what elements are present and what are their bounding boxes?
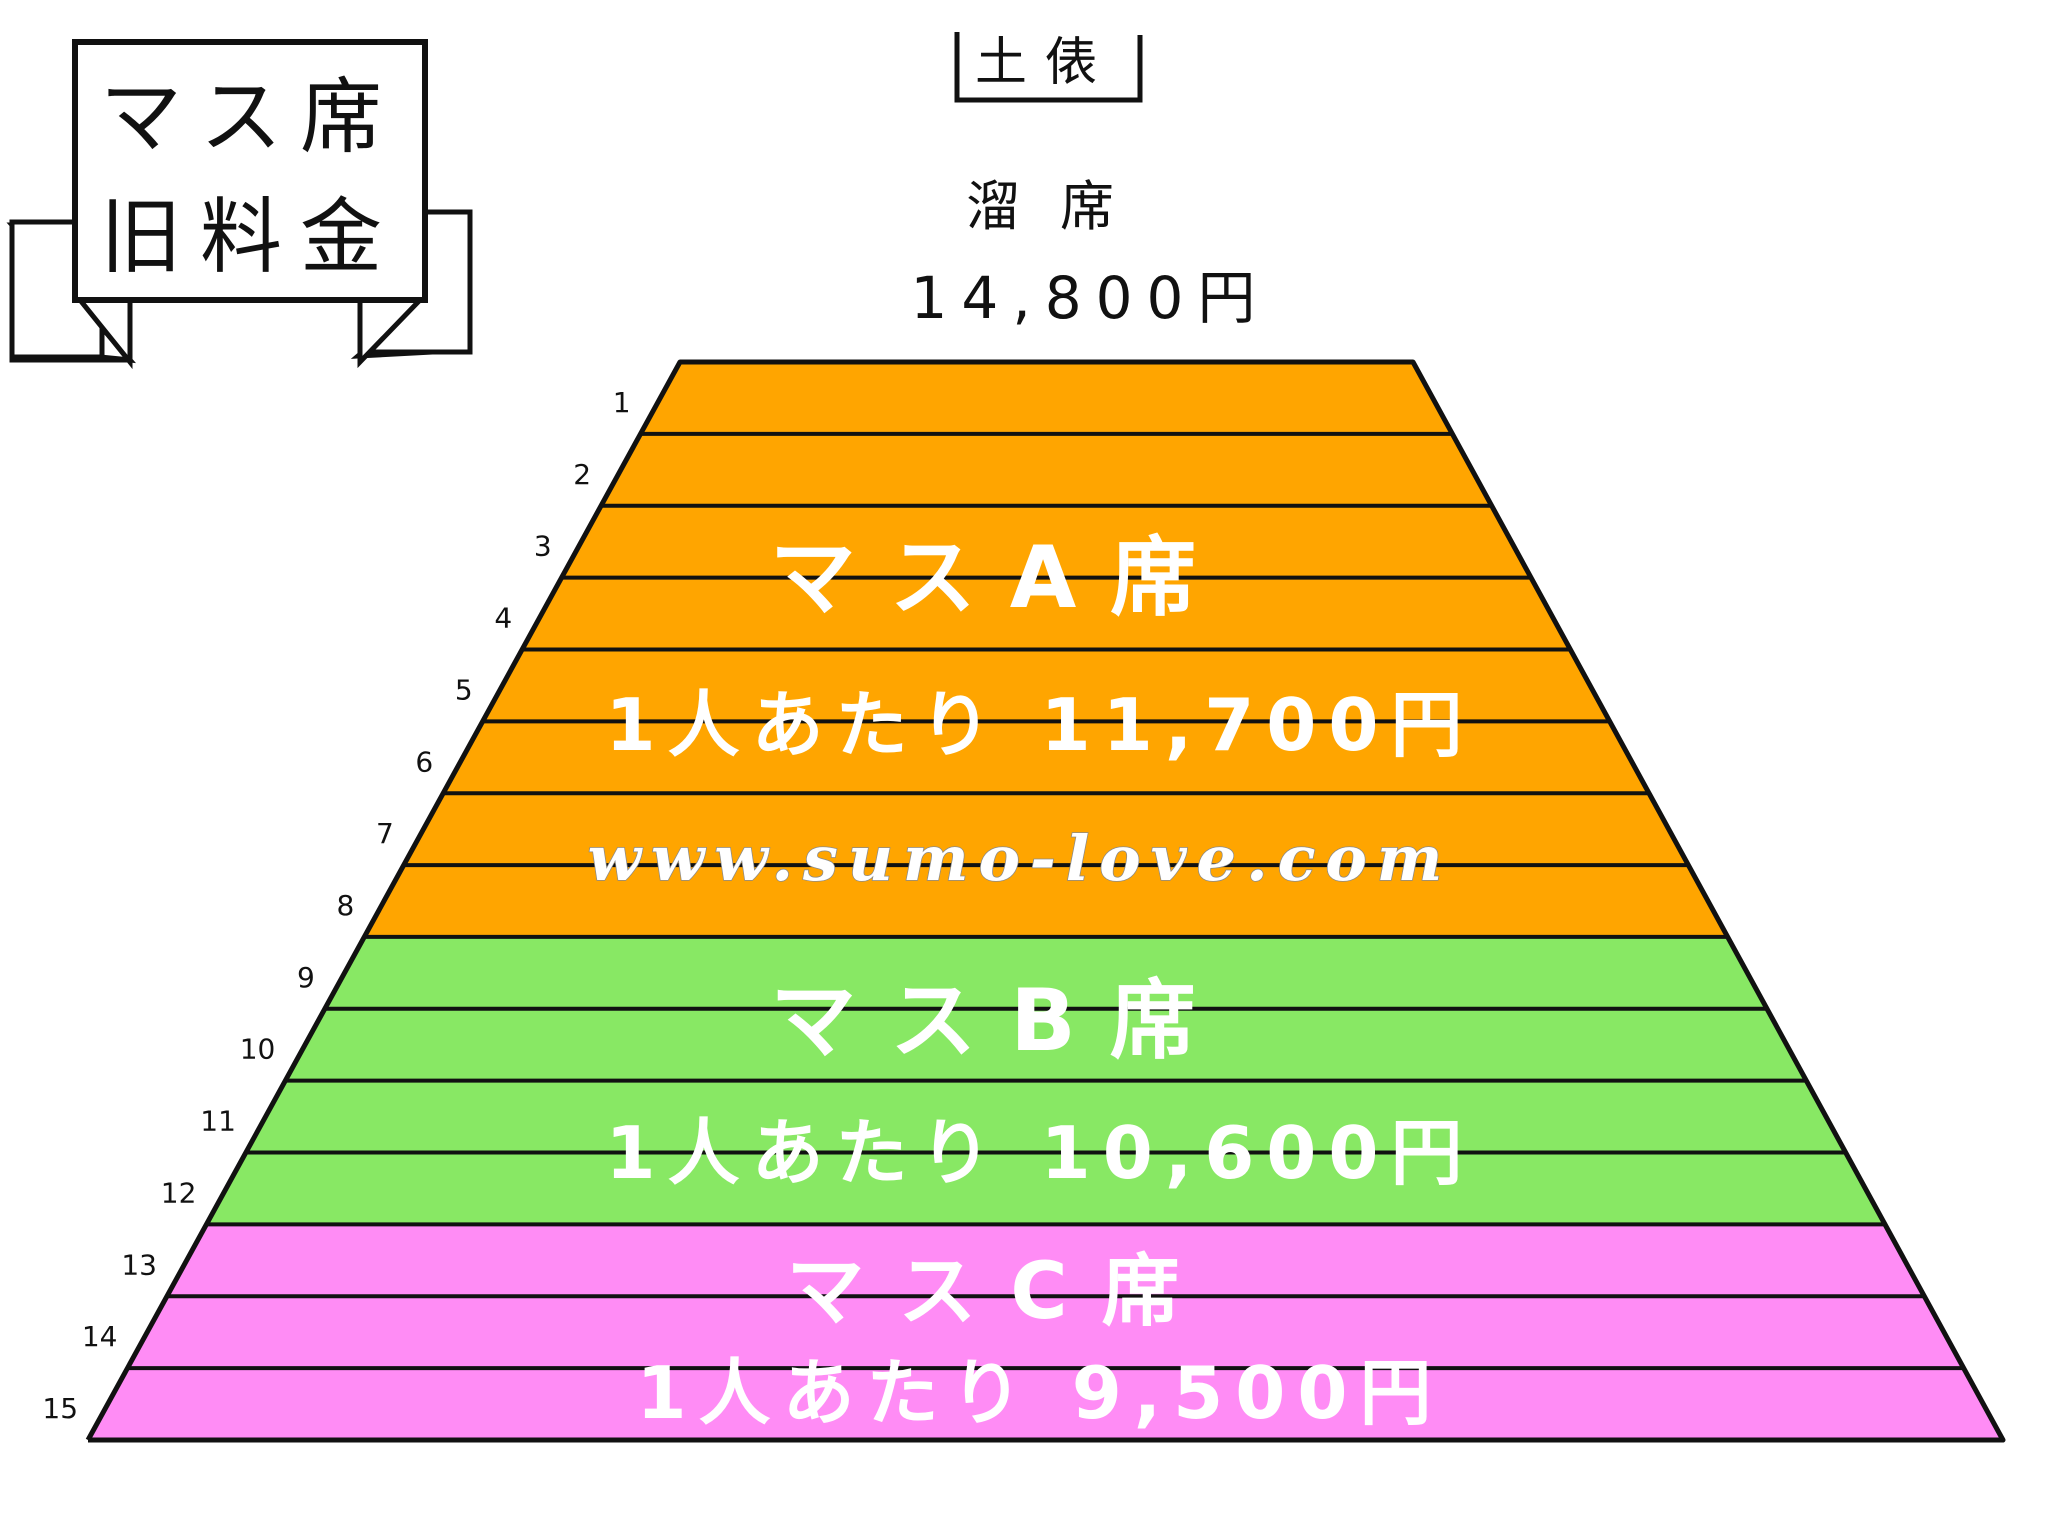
row-number: 11 <box>200 1105 236 1138</box>
row-number: 8 <box>336 889 354 922</box>
zone-c-name: マスC席 <box>786 1247 1213 1337</box>
watermark: www.sumo-love.com <box>588 822 1453 895</box>
tamari-label: 溜席 <box>966 175 1154 238</box>
row-lines <box>88 360 2003 1442</box>
row-number: 1 <box>613 386 631 419</box>
row-number: 14 <box>82 1320 118 1353</box>
sign-line1: マス席 <box>100 70 400 165</box>
zone-b-name: マスB席 <box>770 971 1230 1071</box>
sign-board <box>72 39 428 303</box>
row-number: 5 <box>455 673 473 706</box>
trapezoid-outline <box>85 359 2006 1443</box>
row-number: 12 <box>161 1176 197 1209</box>
row-number: 9 <box>297 961 315 994</box>
row-number: 15 <box>42 1392 78 1425</box>
sign-line2: 旧料金 <box>100 190 400 285</box>
zone-a-price: 1人あたり 11,700円 <box>605 683 1474 767</box>
row-number: 13 <box>121 1248 157 1281</box>
dohyo-label: 土俵 <box>975 33 1115 93</box>
row-number: 4 <box>494 602 512 635</box>
row-number: 6 <box>415 745 433 778</box>
zone-c-fill <box>88 1224 2003 1440</box>
dohyo-outline <box>954 32 1143 103</box>
row-number: 10 <box>240 1033 276 1066</box>
row-number: 2 <box>573 458 591 491</box>
title-sign: マス席 旧料金 <box>6 39 473 370</box>
row-number: 7 <box>376 817 394 850</box>
zone-b-price: 1人あたり 10,600円 <box>605 1111 1474 1195</box>
zone-a-name: マスA席 <box>770 528 1231 628</box>
dohyo-box: 土俵 <box>954 32 1143 103</box>
row-number: 3 <box>534 530 552 563</box>
tamari-price: 14,800円 <box>911 264 1270 332</box>
zone-c-price: 1人あたり 9,500円 <box>637 1351 1444 1435</box>
